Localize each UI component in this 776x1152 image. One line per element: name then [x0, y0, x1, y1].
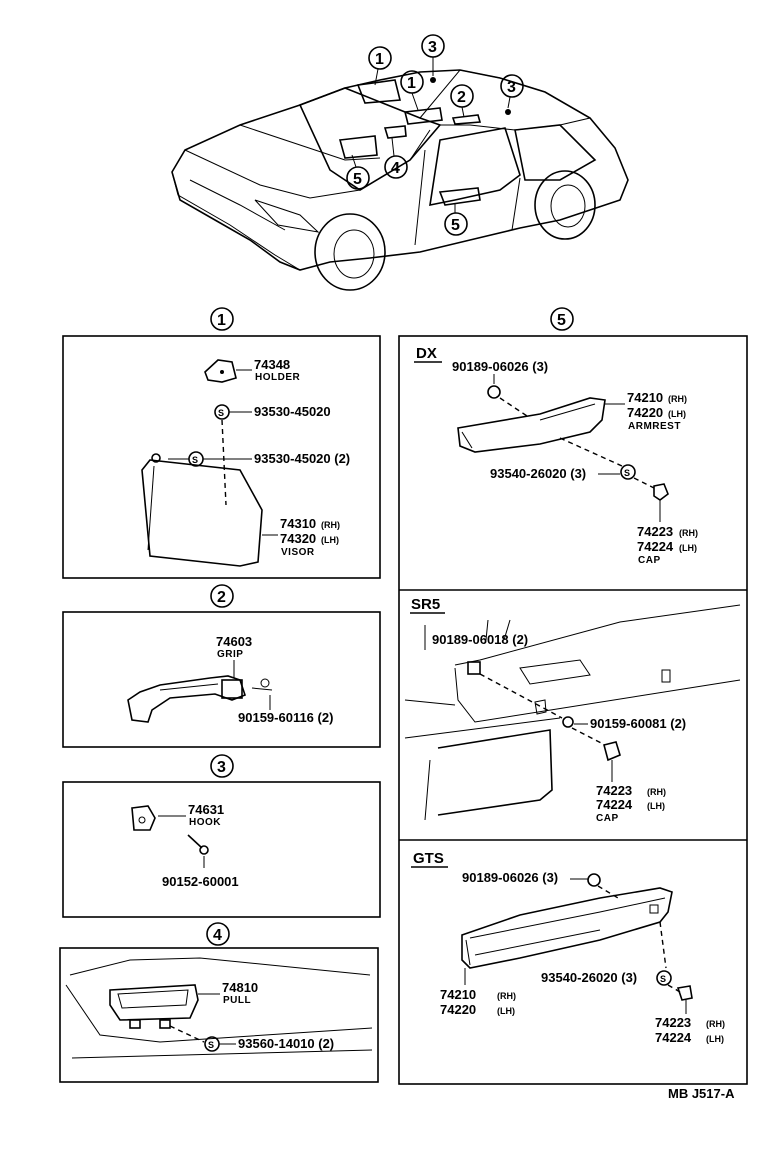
screw-icon: S — [208, 1040, 214, 1050]
callout-3a: 3 — [428, 39, 437, 56]
hook-part-number: 74631 — [188, 802, 224, 817]
panel-pull: 74810 PULL S 93560-14010 (2) — [59, 947, 379, 1083]
callout-3b: 3 — [507, 79, 516, 96]
panel-visor: 74348 HOLDER S 93530-45020 S 93530-45020… — [62, 335, 381, 579]
dx-cap-name: CAP — [638, 555, 661, 566]
callout-1b: 1 — [407, 75, 416, 92]
dx-screw-part-number: 93540-26020 (3) — [490, 466, 586, 481]
pull-name: PULL — [223, 995, 251, 1006]
section-1-callout: 1 — [217, 312, 226, 329]
screw-icon: S — [192, 455, 198, 465]
lh-label: (LH) — [706, 1034, 724, 1044]
screw2-part-number: 93530-45020 (2) — [254, 451, 350, 466]
visor-lh-part-number: 74320 — [280, 531, 316, 546]
hook-name: HOOK — [189, 817, 221, 828]
panel-armrest: DX 90189-06026 (3) 74210 (RH) 74220 (LH)… — [398, 335, 748, 1085]
dx-cap-rh-part-number: 74223 — [637, 524, 673, 539]
panel-hook: 74631 HOOK 90152-60001 — [62, 781, 381, 918]
screw-icon: S — [218, 408, 224, 418]
lh-label: (LH) — [679, 543, 697, 553]
dx-armrest-lh-part-number: 74220 — [627, 405, 663, 420]
screw-icon: S — [660, 974, 666, 984]
screw-icon: S — [624, 468, 630, 478]
sr5-label: SR5 — [411, 596, 440, 613]
hook-screw-part-number: 90152-60001 — [162, 874, 239, 889]
panel-grip: 74603 GRIP 90159-60116 (2) — [62, 611, 381, 748]
section-3-callout: 3 — [217, 759, 226, 776]
gts-label: GTS — [413, 850, 444, 867]
section-2-callout: 2 — [217, 589, 226, 606]
gts-armrest-rh-part-number: 74210 — [440, 987, 476, 1002]
screw1-part-number: 93530-45020 — [254, 404, 331, 419]
rh-label: (RH) — [668, 394, 687, 404]
car-callouts: 1 1 3 2 3 4 5 5 — [346, 34, 524, 236]
callout-1a: 1 — [375, 51, 384, 68]
gts-armrest-lh-part-number: 74220 — [440, 1002, 476, 1017]
sr5-clip-part-number: 90189-06018 (2) — [432, 632, 528, 647]
dx-armrest-name: ARMREST — [628, 421, 681, 432]
section-4-callout: 4 — [213, 927, 222, 944]
dx-cap-lh-part-number: 74224 — [637, 539, 674, 554]
sr5-cap-rh-part-number: 74223 — [596, 783, 632, 798]
grip-name: GRIP — [217, 649, 243, 660]
visor-rh-part-number: 74310 — [280, 516, 316, 531]
callout-5b: 5 — [451, 217, 460, 234]
dx-clip-part-number: 90189-06026 (3) — [452, 359, 548, 374]
rh-label: (RH) — [679, 528, 698, 538]
car-illustration — [171, 69, 629, 291]
visor-name: VISOR — [281, 547, 315, 558]
section-5-callout: 5 — [557, 312, 566, 329]
rh-label: (RH) — [497, 991, 516, 1001]
callout-2: 2 — [457, 89, 466, 106]
sr5-bolt-part-number: 90159-60081 (2) — [590, 716, 686, 731]
diagram-code: MB J517-A — [668, 1086, 735, 1101]
pull-screw-part-number: 93560-14010 (2) — [238, 1036, 334, 1051]
dx-armrest-rh-part-number: 74210 — [627, 390, 663, 405]
rh-label: (RH) — [706, 1019, 725, 1029]
sr5-cap-name: CAP — [596, 813, 619, 824]
lh-label: (LH) — [647, 801, 665, 811]
lh-label: (LH) — [497, 1006, 515, 1016]
gts-clip-part-number: 90189-06026 (3) — [462, 870, 558, 885]
callout-5a: 5 — [353, 171, 362, 188]
gts-cap-rh-part-number: 74223 — [655, 1015, 691, 1030]
holder-name: HOLDER — [255, 372, 301, 383]
callout-4: 4 — [391, 160, 400, 177]
dx-label: DX — [416, 345, 437, 362]
grip-bolt-part-number: 90159-60116 (2) — [238, 710, 333, 725]
lh-label: (LH) — [321, 535, 339, 545]
gts-screw-part-number: 93540-26020 (3) — [541, 970, 637, 985]
grip-part-number: 74603 — [216, 634, 252, 649]
rh-label: (RH) — [321, 520, 340, 530]
gts-cap-lh-part-number: 74224 — [655, 1030, 692, 1045]
lh-label: (LH) — [668, 409, 686, 419]
sr5-cap-lh-part-number: 74224 — [596, 797, 633, 812]
holder-part-number: 74348 — [254, 357, 290, 372]
rh-label: (RH) — [647, 787, 666, 797]
pull-part-number: 74810 — [222, 980, 258, 995]
